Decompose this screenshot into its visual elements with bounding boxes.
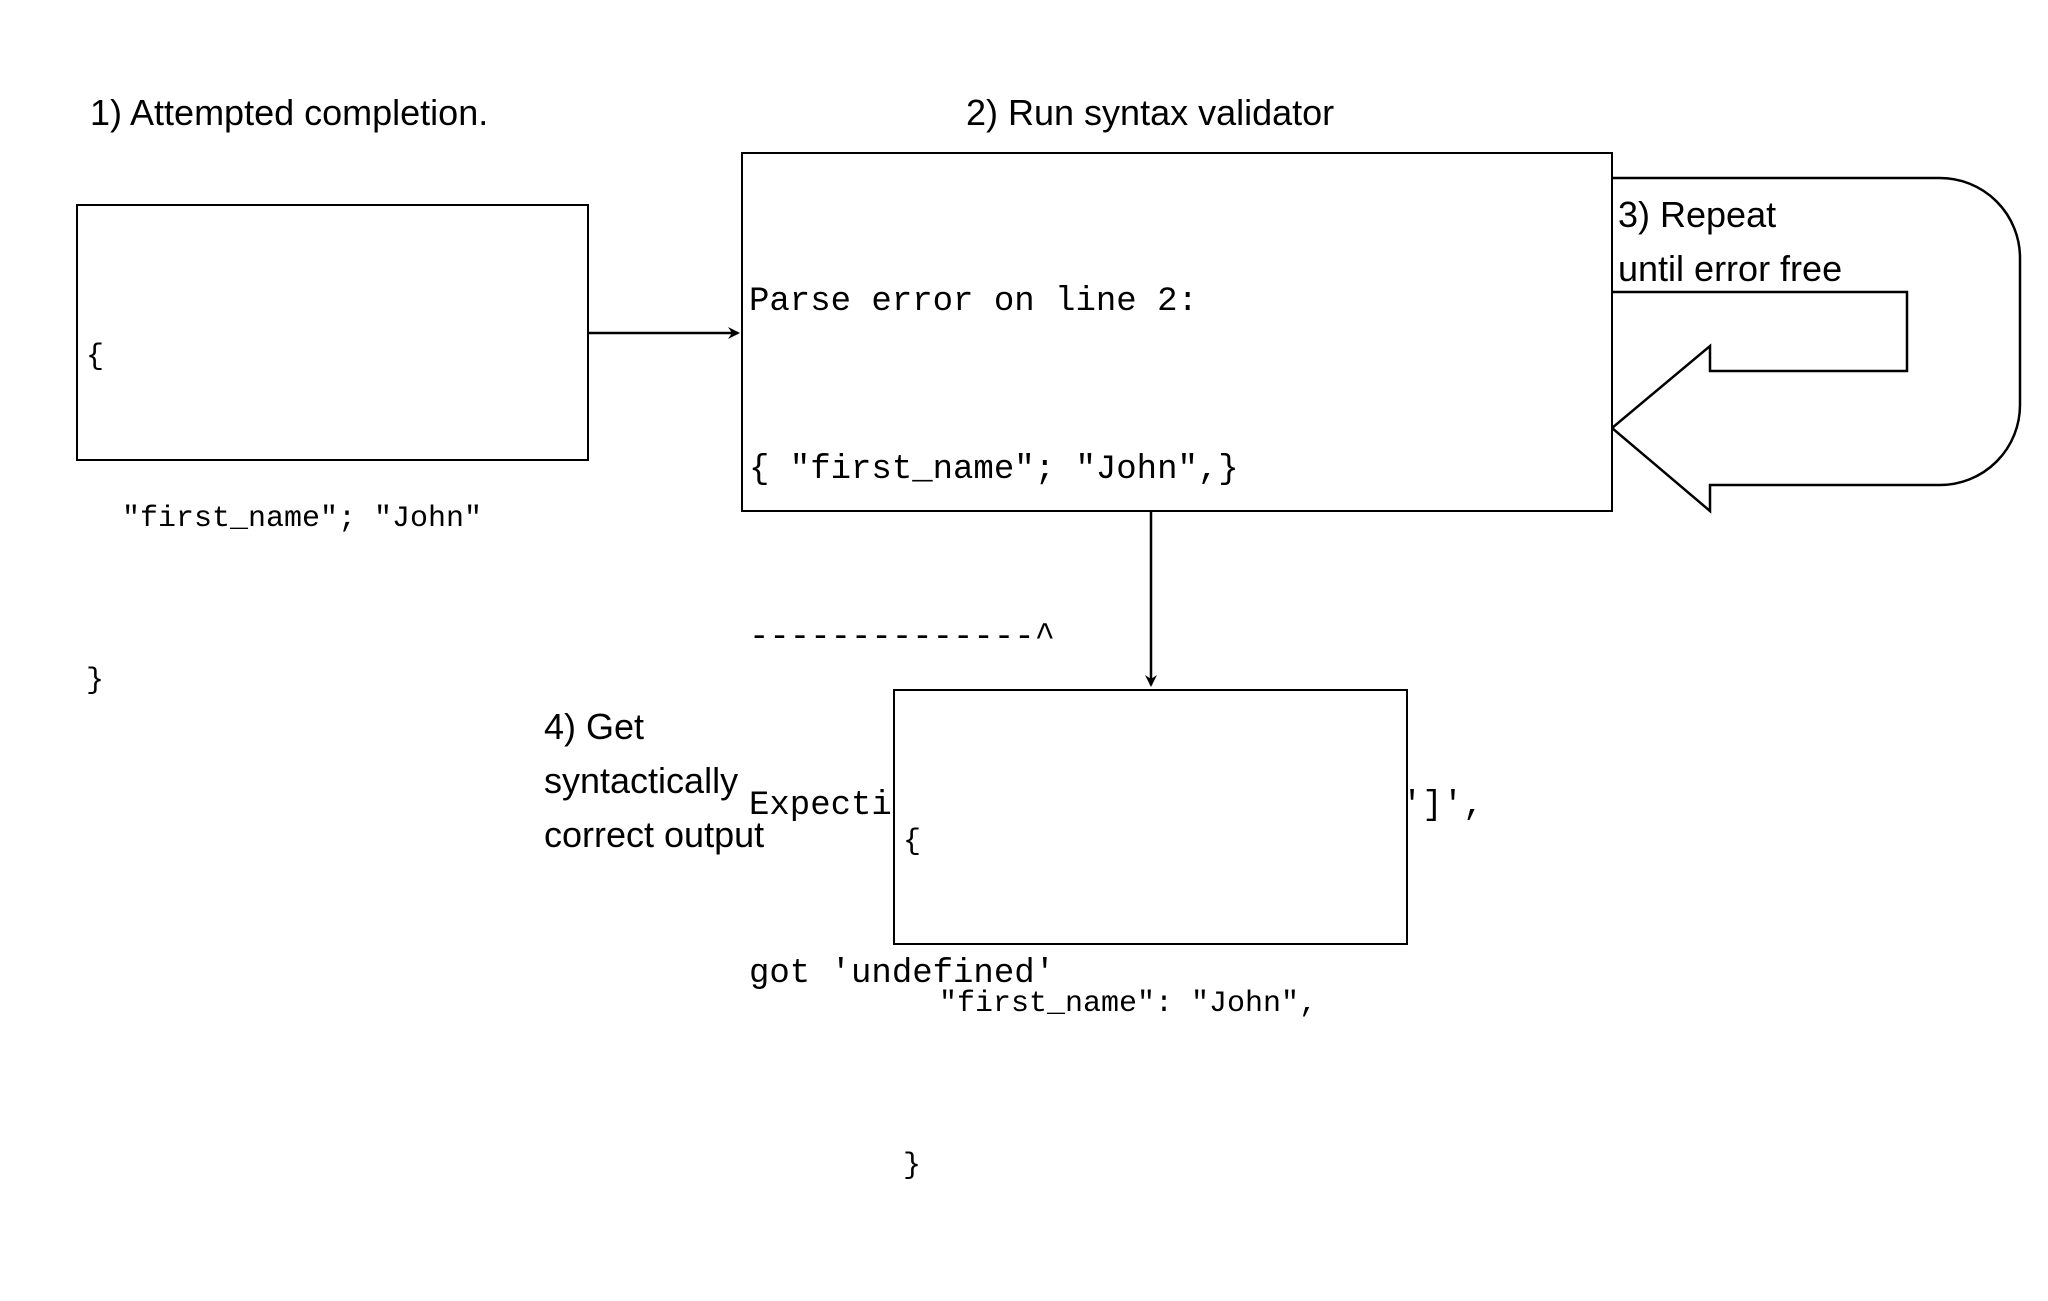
code-line: } bbox=[86, 664, 105, 698]
correct-output-code: { "first_name": "John", } bbox=[903, 707, 1317, 1301]
step-2-label: 2) Run syntax validator bbox=[966, 86, 1334, 140]
step-3-text-line-1: 3) Repeat bbox=[1618, 194, 1777, 235]
error-line: Parse error on line 2: bbox=[749, 283, 1198, 321]
step-1-text: 1) Attempted completion. bbox=[90, 92, 489, 133]
error-line: --------------^ bbox=[749, 619, 1056, 657]
code-line: { bbox=[903, 825, 922, 859]
code-line: "first_name"; "John" bbox=[86, 502, 483, 536]
step-4-text-line-3: correct output bbox=[544, 814, 765, 855]
syntax-validator-box: Parse error on line 2: { "first_name"; "… bbox=[741, 152, 1613, 993]
step-2-text: 2) Run syntax validator bbox=[966, 92, 1335, 133]
step-1-label: 1) Attempted completion. bbox=[90, 86, 488, 140]
step-4-text-line-1: 4) Get bbox=[544, 706, 645, 747]
step-4-text-line-2: syntactically bbox=[544, 760, 739, 801]
code-line: } bbox=[903, 1149, 922, 1183]
attempted-completion-box: { "first_name"; "John" } bbox=[76, 204, 589, 698]
correct-output-box: { "first_name": "John", } bbox=[893, 689, 1408, 1183]
code-line: "first_name": "John", bbox=[903, 987, 1318, 1021]
step-3-text-line-2: until error free bbox=[1618, 248, 1843, 289]
error-line: { "first_name"; "John",} bbox=[749, 451, 1239, 489]
repeat-loop-arrow bbox=[1610, 176, 2022, 514]
step-4-label: 4) Get syntactically correct output bbox=[544, 700, 764, 862]
attempted-completion-code: { "first_name"; "John" } bbox=[86, 222, 482, 816]
step-3-label: 3) Repeat until error free bbox=[1618, 188, 1842, 296]
connector-layer bbox=[588, 176, 2022, 687]
code-line: { bbox=[86, 340, 105, 374]
flow-diagram: 1) Attempted completion. 2) Run syntax v… bbox=[76, 86, 2022, 1183]
